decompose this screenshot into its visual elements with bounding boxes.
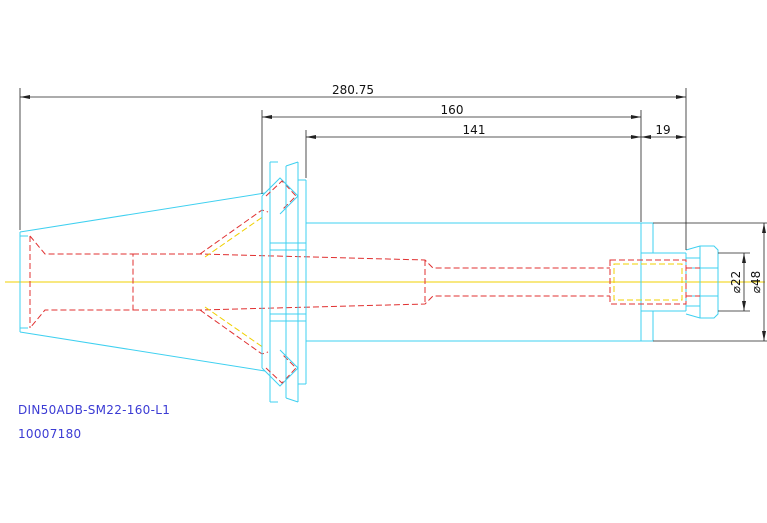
part-name-label: DIN50ADB-SM22-160-L1 <box>18 403 171 417</box>
dim-overall-length: 280.75 <box>332 83 374 97</box>
shaft-outline <box>306 222 687 342</box>
dim-length-160: 160 <box>441 103 464 117</box>
dim-length-19: 19 <box>655 123 670 137</box>
internal-bore-hidden <box>29 235 610 329</box>
dim-length-141: 141 <box>463 123 486 137</box>
arbor-screw <box>609 245 719 319</box>
taper-shank-outline <box>19 192 266 372</box>
dim-dia-22: ⌀22 <box>729 271 743 294</box>
part-number-label: 10007180 <box>18 427 82 441</box>
flange-outline <box>261 161 307 403</box>
dimension-lines <box>19 88 767 342</box>
dim-dia-48: ⌀48 <box>749 271 763 294</box>
